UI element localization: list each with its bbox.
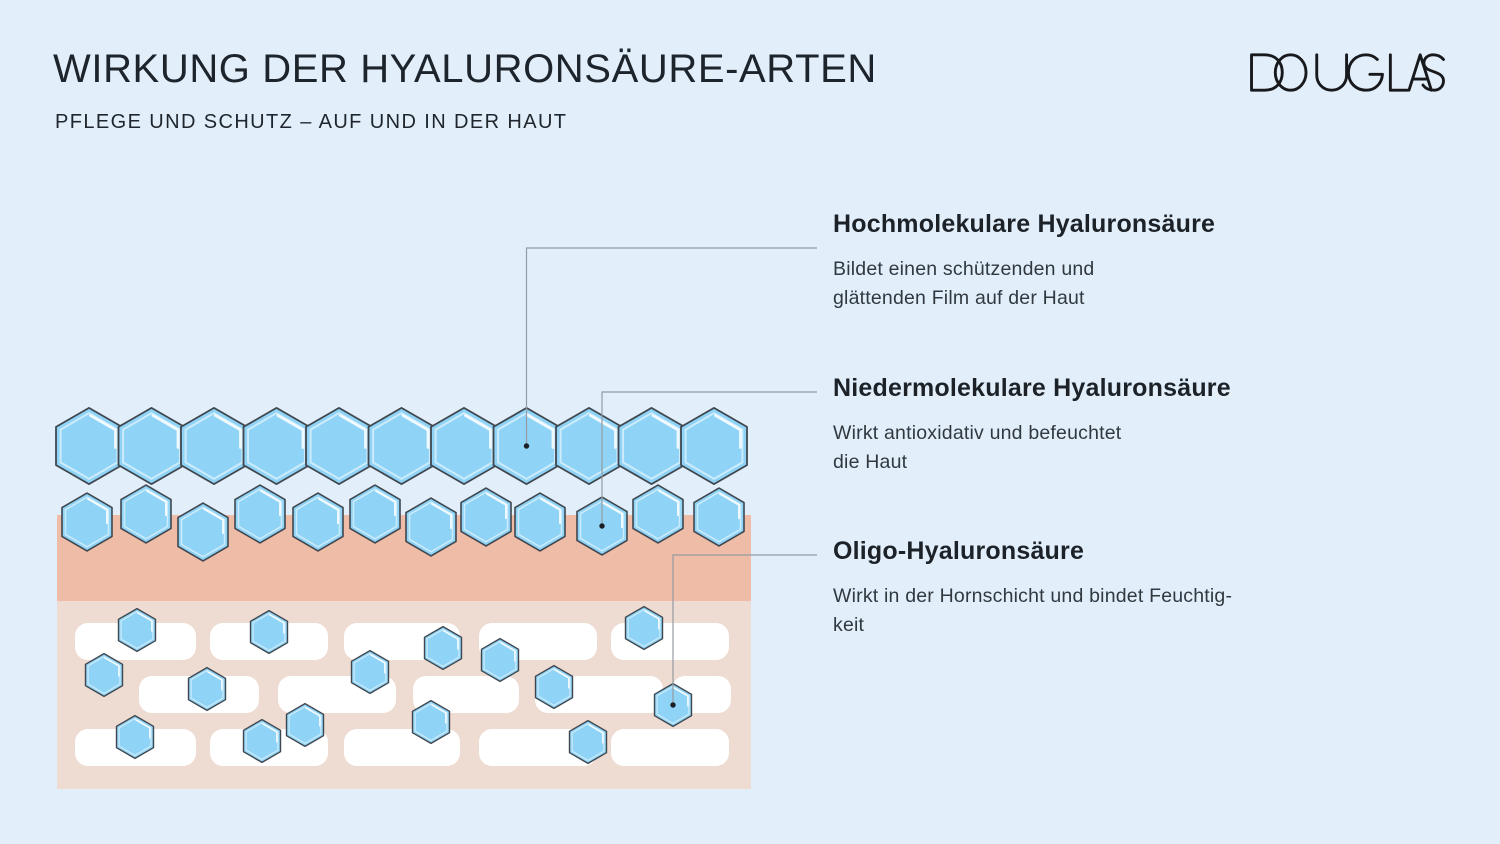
- header: WIRKUNG DER HYALURONSÄURE-ARTEN PFLEGE U…: [53, 46, 877, 132]
- page-title: WIRKUNG DER HYALURONSÄURE-ARTEN: [53, 47, 877, 91]
- label-description: Wirkt in der Hornschicht und bindet Feuc…: [833, 584, 1233, 636]
- label-title: Hochmolekulare Hyaluronsäure: [833, 210, 1216, 238]
- label-title: Oligo-Hyaluronsäure: [833, 537, 1085, 565]
- label-niedermolekulare: Niedermolekulare Hyaluronsäure Wirkt ant…: [833, 374, 1373, 477]
- label-hochmolekulare: Hochmolekulare Hyaluronsäure Bildet eine…: [833, 210, 1373, 313]
- douglas-logo-icon: [1250, 53, 1445, 92]
- label-title: Niedermolekulare Hyaluronsäure: [833, 374, 1231, 402]
- page-subtitle: PFLEGE UND SCHUTZ – AUF UND IN DER HAUT: [55, 111, 568, 133]
- label-description: Wirkt antioxidativ und befeuchtet die Ha…: [833, 421, 1122, 473]
- label-oligo: Oligo-Hyaluronsäure Wirkt in der Hornsch…: [833, 537, 1373, 640]
- label-description: Bildet einen schützenden und glättenden …: [833, 257, 1095, 309]
- douglas-logo: [1247, 52, 1448, 93]
